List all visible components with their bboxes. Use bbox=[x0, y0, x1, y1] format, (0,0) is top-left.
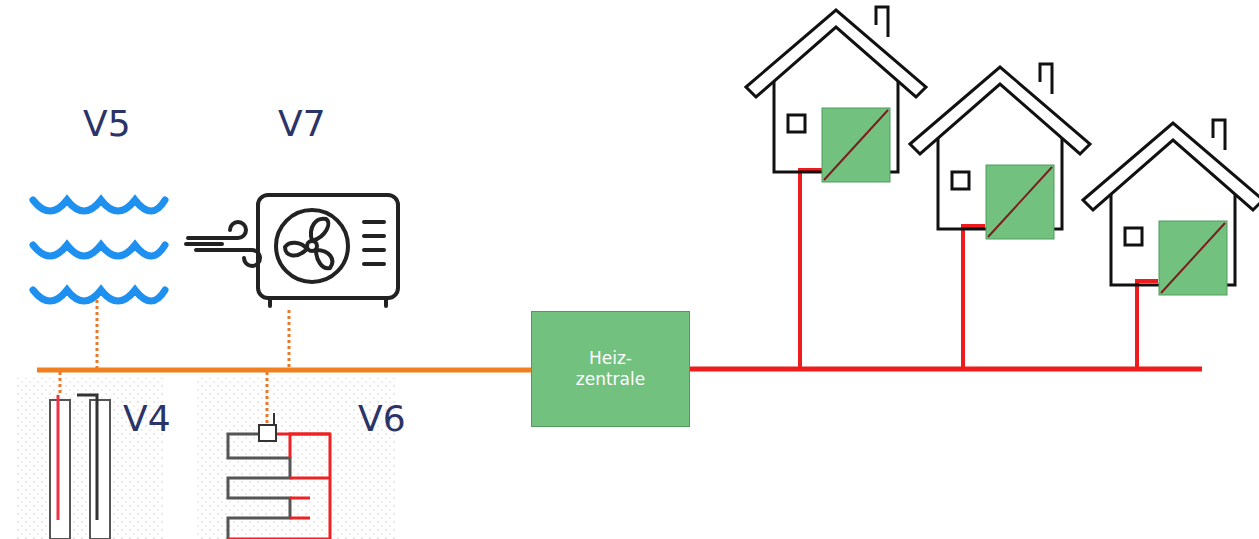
house-icon bbox=[1083, 120, 1259, 295]
callout-number: V4 bbox=[123, 398, 171, 439]
water-icon bbox=[33, 200, 165, 301]
callout-number: V7 bbox=[278, 103, 326, 144]
node-label: Heiz- zentrale bbox=[571, 348, 651, 391]
house-part bbox=[986, 165, 1054, 239]
house-part bbox=[1213, 120, 1225, 150]
house-part bbox=[952, 172, 969, 189]
house-part bbox=[1125, 228, 1142, 245]
warm-line bbox=[689, 367, 1202, 372]
callout-number: V6 bbox=[358, 398, 406, 439]
cold-line bbox=[37, 368, 531, 373]
house-part bbox=[824, 110, 888, 180]
borehole-icon bbox=[50, 395, 110, 539]
house-part bbox=[788, 115, 805, 132]
heat-pump-icon bbox=[186, 195, 398, 306]
callout-number: V5 bbox=[83, 103, 131, 144]
house-part bbox=[1161, 223, 1225, 293]
house-part bbox=[988, 167, 1052, 237]
house-part bbox=[1040, 64, 1052, 94]
house-icon bbox=[746, 7, 926, 182]
house-part bbox=[822, 108, 890, 182]
collector-icon bbox=[228, 413, 330, 539]
house-icon bbox=[910, 64, 1090, 239]
house-part bbox=[1159, 221, 1227, 295]
process-box: Heiz- zentrale bbox=[531, 311, 690, 427]
house-part bbox=[1083, 123, 1259, 210]
house-part bbox=[876, 7, 888, 37]
